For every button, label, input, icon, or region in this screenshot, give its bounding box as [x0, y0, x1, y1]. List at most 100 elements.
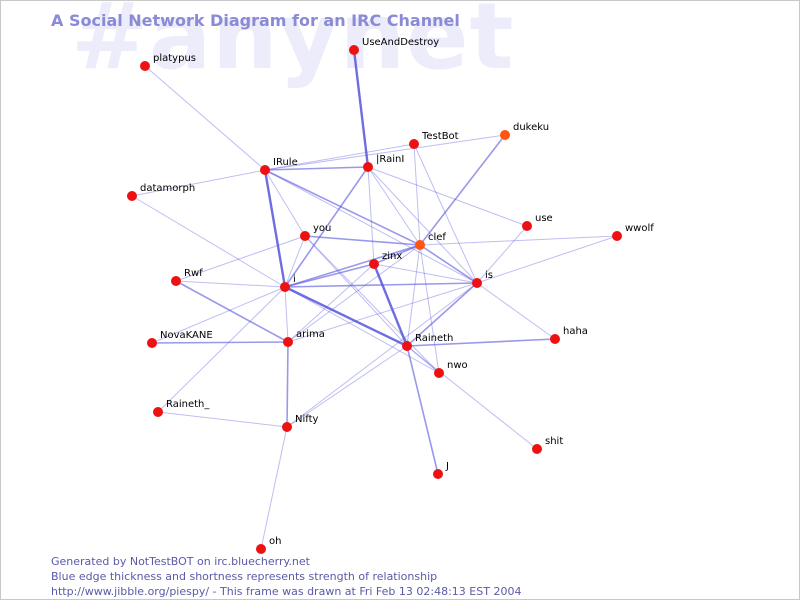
- edge-zinx-raineth: [372, 263, 409, 347]
- edge-raineth-shit: [406, 345, 538, 450]
- edge-arima-is: [287, 282, 478, 343]
- edge-you-rwf: [175, 235, 306, 282]
- edge-arima-nifty: [286, 341, 289, 428]
- node-dot: [532, 444, 542, 454]
- edge-clef-arima: [287, 244, 421, 343]
- node-dot: [140, 61, 150, 71]
- edge-i-arima: [284, 286, 289, 343]
- edge-irule-clef: [264, 169, 421, 246]
- edge-irule-datamorph: [131, 169, 266, 197]
- node-dot: [283, 337, 293, 347]
- node-label: clef: [428, 232, 446, 243]
- node-label: Rwf: [184, 268, 203, 279]
- node-label: NovaKANE: [160, 330, 213, 341]
- node-dot: [171, 276, 181, 286]
- node-label: platypus: [153, 53, 196, 64]
- node-label: is: [485, 270, 493, 281]
- node-dot: [349, 45, 359, 55]
- node-dot: [409, 139, 419, 149]
- edge-testbot-clef: [413, 143, 421, 246]
- edge-i-is: [284, 282, 478, 288]
- node-dot: [550, 334, 560, 344]
- node-you: you: [300, 223, 331, 241]
- edge-is-raineth: [406, 282, 478, 347]
- node-label: shit: [545, 436, 563, 447]
- edge-zinx-i: [284, 263, 375, 288]
- node-zinx: zinx: [369, 251, 402, 269]
- edge-clef-nwo: [419, 244, 440, 374]
- edge-i-raineth: [284, 285, 408, 348]
- edge-clef-raineth: [406, 244, 421, 347]
- edge-raineth-j: [406, 345, 439, 475]
- edge-you-i: [284, 235, 306, 288]
- node-label: UseAndDestroy: [362, 37, 439, 48]
- node-dot: [522, 221, 532, 231]
- node-is: is: [472, 270, 493, 288]
- edge-clef-wwolf: [419, 235, 618, 246]
- node-dot: [434, 368, 444, 378]
- node-label: J: [445, 461, 449, 472]
- node-j: J: [433, 461, 449, 479]
- footer: Generated by NotTestBOT on irc.bluecherr…: [51, 554, 521, 599]
- footer-frame-info[interactable]: http://www.jibble.org/piespy/ - This fra…: [51, 585, 522, 598]
- node-clef: clef: [415, 232, 446, 250]
- node-dot: [280, 282, 290, 292]
- node-label: i: [293, 274, 296, 285]
- edge-iraini-i: [284, 166, 369, 288]
- node-dot: [282, 422, 292, 432]
- edge-i-novakane: [151, 286, 286, 344]
- node-dot: [260, 165, 270, 175]
- node-label: nwo: [447, 360, 468, 371]
- node-layer: UseAndDestroyplatypusTestBotdukekuIRule|…: [127, 37, 654, 554]
- edge-you-nwo: [304, 235, 440, 374]
- node-dot: [147, 338, 157, 348]
- edge-dukeku-irule: [264, 134, 506, 171]
- node-arima: arima: [283, 329, 325, 347]
- node-dot: [402, 341, 412, 351]
- edge-testbot-is: [413, 143, 478, 284]
- node-dot: [363, 162, 373, 172]
- edge-iraini-is: [367, 166, 478, 284]
- node-label: IRule: [273, 157, 298, 168]
- node-dot: [415, 240, 425, 250]
- channel-watermark: #anynet: [71, 0, 515, 90]
- edge-is-nifty: [286, 282, 478, 428]
- node-label: zinx: [382, 251, 402, 262]
- edge-nifty-oh: [260, 426, 288, 550]
- node-label: arima: [296, 329, 325, 340]
- node-dot: [153, 407, 163, 417]
- edge-testbot-irule: [264, 143, 415, 171]
- edge-is-use: [476, 225, 528, 284]
- edge-rwf-arima: [175, 280, 289, 343]
- node-label: Raineth: [415, 333, 453, 344]
- edge-raineth-nifty: [286, 345, 408, 428]
- node-dot: [256, 544, 266, 554]
- page-title: A Social Network Diagram for an IRC Chan…: [51, 11, 460, 30]
- node-dukeku: dukeku: [500, 122, 549, 140]
- node-dot: [300, 231, 310, 241]
- footer-generated-by: Generated by NotTestBOT on irc.bluecherr…: [51, 555, 310, 568]
- node-dot: [433, 469, 443, 479]
- node-haha: haha: [550, 326, 588, 344]
- edge-i-nwo: [284, 286, 440, 374]
- node-rwf: Rwf: [171, 268, 203, 286]
- edge-irule-i: [263, 169, 287, 288]
- edge-iraini-clef: [367, 166, 421, 246]
- node-label: oh: [269, 536, 281, 547]
- edge-zinx-arima: [287, 263, 375, 343]
- edge-is-haha: [476, 282, 556, 340]
- node-i: i: [280, 274, 296, 292]
- edge-i-rwf: [175, 280, 286, 288]
- node-raineth: Raineth: [402, 333, 453, 351]
- edge-is-wwolf: [476, 235, 618, 284]
- edge-you-raineth: [304, 235, 408, 347]
- edge-irule-is: [264, 169, 478, 284]
- edge-you-clef: [304, 235, 421, 246]
- edge-dukeku-clef: [419, 134, 506, 246]
- node-useanddestroy: UseAndDestroy: [349, 37, 439, 55]
- node-use: use: [522, 213, 553, 231]
- edge-raineth_-nifty: [157, 411, 288, 428]
- edge-i-raineth_: [157, 286, 286, 413]
